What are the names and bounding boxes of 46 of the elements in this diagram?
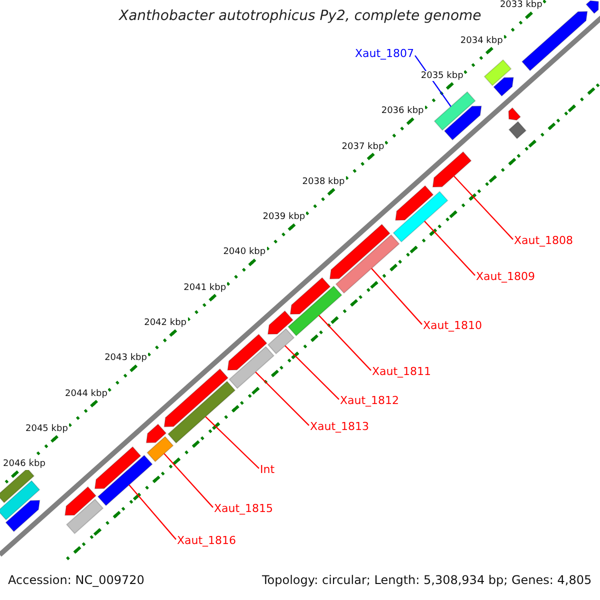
scale-label: 2037 kbp	[340, 142, 386, 152]
gene-bar	[434, 91, 476, 131]
gene-label: Xaut_1815	[214, 503, 274, 516]
leader-line	[128, 484, 176, 540]
gene-bar	[392, 190, 448, 243]
scale-label: 2044 kbp	[64, 388, 108, 399]
scale-label: 2046 kbp	[2, 459, 46, 470]
gene-label: Xaut_1807	[355, 48, 414, 61]
leader-line	[454, 176, 514, 240]
leader-line	[255, 372, 310, 426]
gene-label: Xaut_1808	[514, 235, 574, 248]
gene-bar	[146, 436, 174, 462]
scale-label: 2043 kbp	[104, 353, 148, 364]
gene-label: Xaut_1812	[340, 395, 400, 408]
gene-label: Xaut_1811	[372, 366, 432, 379]
footer-text: Accession: NC_009720	[8, 574, 144, 588]
gene-label: Xaut_1810	[423, 320, 482, 333]
diagram-title: Xanthobacter autotrophicus Py2, complete genome	[119, 8, 482, 24]
scale-label: 2036 kbp	[380, 106, 425, 117]
footer-text: Topology: circular; Length: 5,308,934 bp; Genes: 4,805	[262, 574, 592, 588]
gene-bar	[97, 454, 153, 506]
scale-label: 2035 kbp	[420, 70, 464, 82]
scale-label: 2034 kbp	[459, 36, 504, 46]
gene-bar	[167, 380, 236, 444]
leader-line	[164, 453, 214, 508]
scale-label: 2038 kbp	[301, 176, 346, 188]
gene-label: Int	[260, 464, 275, 477]
scale-label: 2041 kbp	[182, 282, 228, 294]
gene-label: Xaut_1816	[177, 535, 236, 548]
gene-feature	[432, 151, 472, 188]
gene-bar	[267, 328, 295, 354]
gene-bar	[335, 234, 400, 294]
gene-bar	[228, 346, 275, 390]
leader-line	[205, 416, 260, 469]
leader-line	[424, 220, 476, 276]
leader-line	[284, 345, 340, 400]
scale-label: 2042 kbp	[143, 318, 188, 328]
scale-label: 2033 kbp	[498, 0, 544, 11]
gene-label: Xaut_1809	[476, 271, 536, 284]
gene-label: Xaut_1813	[310, 421, 370, 434]
scale-label: 2040 kbp	[222, 247, 267, 258]
leader-line	[318, 315, 372, 371]
gene-bar	[288, 285, 342, 336]
leader-line	[371, 268, 422, 325]
scale-label: 2039 kbp	[262, 212, 306, 222]
scale-label: 2045 kbp	[24, 424, 69, 434]
